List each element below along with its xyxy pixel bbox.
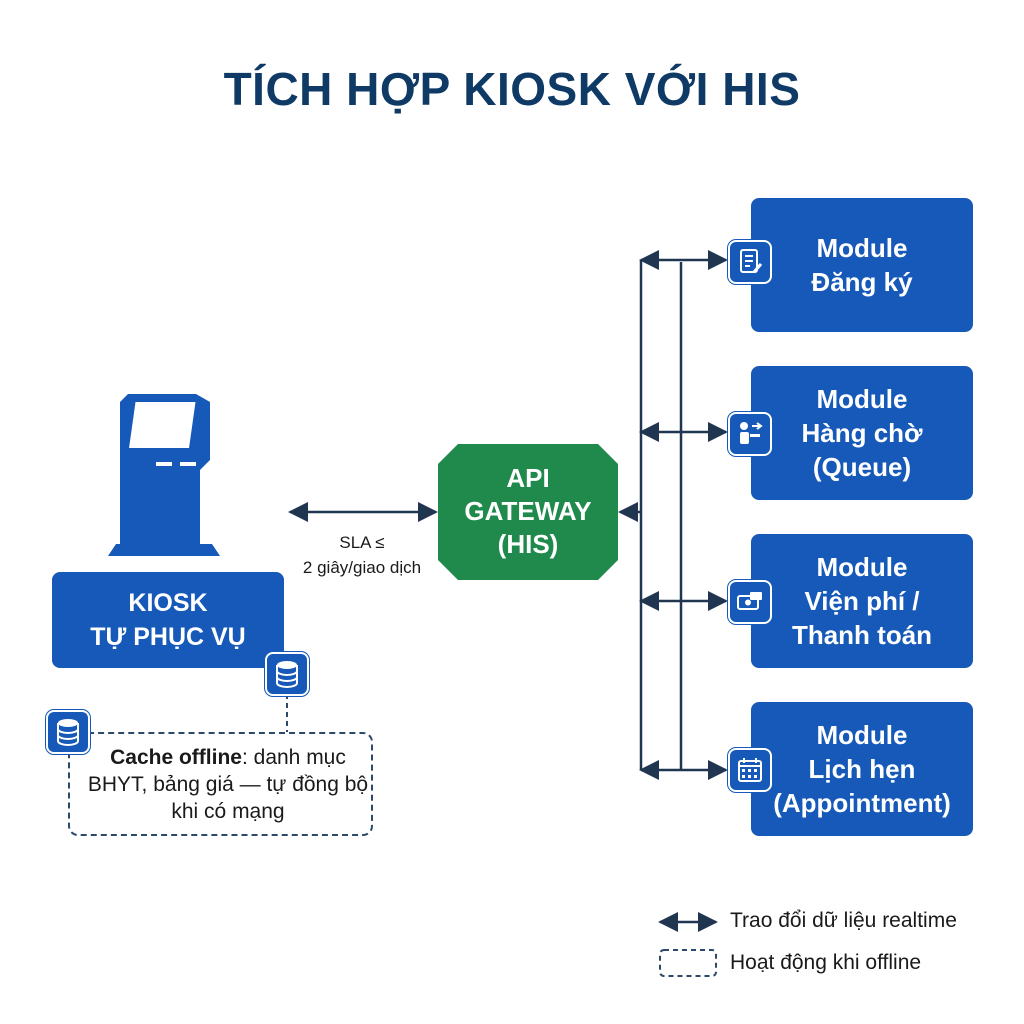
module-appointment: Module Lịch hẹn (Appointment) xyxy=(751,702,973,836)
kiosk-node: KIOSK TỰ PHỤC VỤ xyxy=(52,572,284,668)
database-icon xyxy=(265,652,309,696)
api-gateway-node xyxy=(438,444,618,580)
legend-realtime-label: Trao đổi dữ liệu realtime xyxy=(730,909,957,932)
cache-offline-text: Cache offline: danh mục BHYT, bảng giá —… xyxy=(78,744,378,825)
queue-person-icon xyxy=(728,412,772,456)
cache-offline-box xyxy=(68,732,373,836)
module-registration: Module Đăng ký xyxy=(751,198,973,332)
api-gateway-label: API GATEWAY (HIS) xyxy=(464,463,592,559)
registration-form-icon xyxy=(728,240,772,284)
page-title: TÍCH HỢP KIOSK VỚI HIS xyxy=(223,63,801,115)
calendar-icon xyxy=(728,748,772,792)
module-payment: Module Viện phí / Thanh toán xyxy=(751,534,973,668)
database-icon xyxy=(46,710,90,754)
cache-offline-bold: Cache offline xyxy=(110,746,242,769)
kiosk-illustration-icon xyxy=(108,394,220,556)
legend-offline-dashed-box xyxy=(659,949,717,977)
payment-cash-icon xyxy=(728,580,772,624)
cache-offline-desc: : danh mục BHYT, bảng giá — tự đồng bộ k… xyxy=(87,746,369,823)
legend-offline-label: Hoạt động khi offline xyxy=(730,951,922,974)
sla-label: SLA ≤ 2 giây/giao dịch xyxy=(302,533,422,577)
module-queue: Module Hàng chờ (Queue) xyxy=(751,366,973,500)
